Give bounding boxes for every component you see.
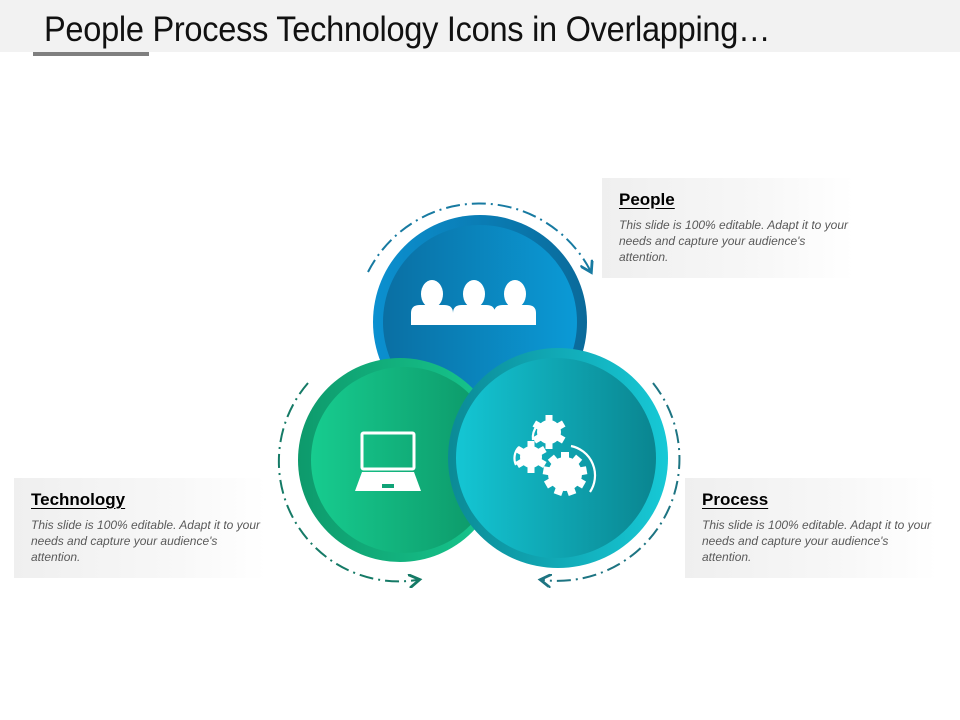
process-description: This slide is 100% editable. Adapt it to… — [702, 518, 932, 564]
technology-textbox: Technology This slide is 100% editable. … — [14, 478, 266, 578]
technology-heading: Technology — [31, 490, 126, 509]
users-group-icon — [411, 280, 536, 325]
technology-description: This slide is 100% editable. Adapt it to… — [31, 518, 261, 564]
people-description: This slide is 100% editable. Adapt it to… — [619, 218, 849, 264]
gears-icon — [513, 415, 597, 497]
people-textbox: People This slide is 100% editable. Adap… — [602, 178, 854, 278]
laptop-icon — [355, 431, 421, 491]
people-cycle-arc — [367, 202, 590, 272]
title-bar — [0, 0, 960, 52]
technology-circle — [298, 358, 502, 562]
process-circle — [448, 348, 668, 568]
process-heading: Process — [702, 490, 769, 509]
title-underline — [33, 52, 149, 56]
slide-title: People Process Technology Icons in Overl… — [44, 10, 771, 49]
process-textbox: Process This slide is 100% editable. Ada… — [685, 478, 937, 578]
people-heading: People — [619, 190, 675, 209]
process-cycle-arc — [543, 382, 681, 581]
